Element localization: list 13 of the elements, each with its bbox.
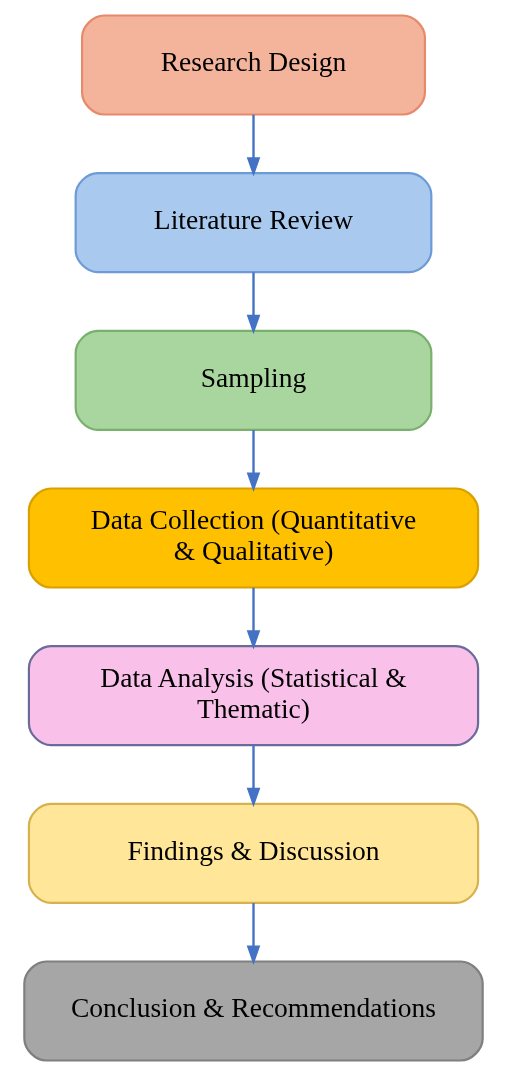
node-box: Data Collection (Quantitative & Qualitative): [27, 487, 479, 589]
arrow: [246, 587, 260, 650]
arrow: [246, 745, 260, 808]
node-box: Conclusion & Recommendations: [22, 960, 484, 1062]
node-box: Data Analysis (Statistical & Thematic): [27, 645, 479, 747]
arrow: [246, 272, 260, 335]
node-box: Literature Review: [74, 172, 432, 274]
node-box: Sampling: [74, 329, 432, 431]
arrow: [246, 430, 260, 492]
arrow: [246, 903, 260, 965]
node-box: Research Design: [80, 14, 426, 116]
node-box: Findings & Discussion: [27, 802, 479, 904]
arrow: [246, 114, 260, 177]
